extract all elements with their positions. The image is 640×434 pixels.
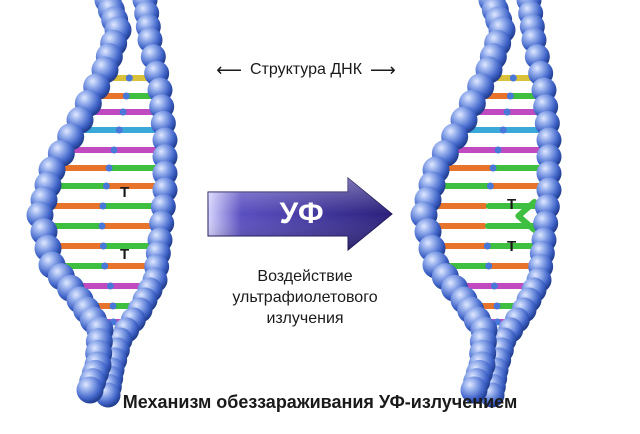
uv-arrow-icon <box>207 176 393 252</box>
left-arrow-icon: ⟵ <box>216 59 242 81</box>
right-arrow-icon: ⟶ <box>370 59 396 81</box>
thymine-label-right-2: T <box>507 238 517 255</box>
dna-helix-right <box>410 0 562 408</box>
dna-helix-left <box>26 0 178 408</box>
caption: Механизм обеззараживания УФ-излучением <box>122 392 518 412</box>
structure-label-text: Структура ДНК <box>249 61 363 78</box>
description-line-1: Воздействие <box>257 268 353 285</box>
dna-structure-label: ⟵ Структура ДНК ⟶ <box>186 58 426 82</box>
thymine-label-left-2: T <box>120 246 130 263</box>
description-line-3: излучения <box>266 310 344 327</box>
thymine-label-left-1: T <box>120 184 130 201</box>
uv-label: УФ <box>279 197 325 230</box>
uv-description: Воздействие ультрафиолетового излучения <box>206 266 404 329</box>
thymine-label-right-1: T <box>507 196 517 213</box>
description-line-2: ультрафиолетового <box>232 289 378 306</box>
